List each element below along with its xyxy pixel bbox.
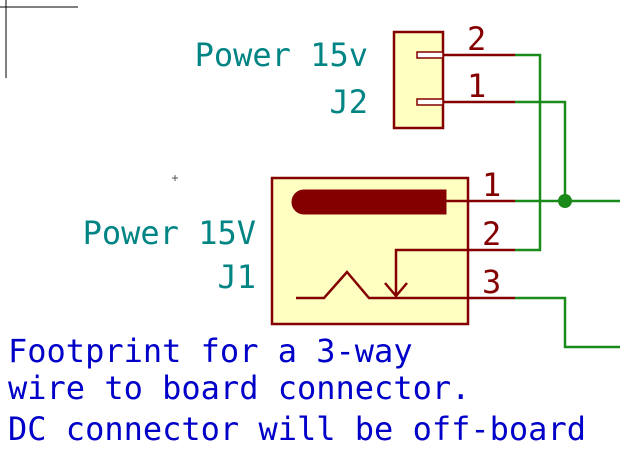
j2-pin2-number: 2 bbox=[467, 20, 486, 58]
j1-switch-contact bbox=[296, 270, 468, 300]
connector-j1[interactable]: 1 2 3 Power 15V J1 bbox=[83, 166, 515, 326]
junction-dot[interactable] bbox=[558, 194, 572, 208]
j1-reference-label: J1 bbox=[217, 258, 256, 296]
j1-sleeve-contact bbox=[394, 248, 468, 296]
j2-pin1-number: 1 bbox=[467, 67, 486, 105]
j1-pin2-number: 2 bbox=[482, 215, 501, 253]
j1-pin1-number: 1 bbox=[482, 166, 501, 204]
schematic-note[interactable]: Footprint for a 3-way wire to board conn… bbox=[8, 332, 586, 448]
j2-pin2-terminal bbox=[416, 51, 444, 59]
j2-value-label: Power 15v bbox=[195, 36, 368, 74]
note-line-3: DC connector will be off-board bbox=[8, 410, 586, 448]
note-line-1: Footprint for a 3-way bbox=[8, 332, 413, 370]
wire-j1-pin3[interactable] bbox=[515, 296, 620, 349]
j2-body[interactable] bbox=[392, 30, 445, 130]
sheet-frame-corner bbox=[0, 0, 78, 78]
j1-sleeve-arrowhead bbox=[384, 282, 408, 298]
j2-pin1-terminal bbox=[416, 98, 444, 106]
wire-j2-pin1[interactable] bbox=[515, 100, 567, 201]
j1-barrel-pin bbox=[291, 189, 447, 215]
j1-value-label: Power 15V bbox=[83, 214, 256, 252]
connector-j2[interactable]: 2 1 Power 15v J2 bbox=[195, 20, 515, 130]
grid-cross-marker bbox=[172, 175, 178, 181]
j2-reference-label: J2 bbox=[329, 83, 368, 121]
note-line-2: wire to board connector. bbox=[8, 369, 470, 407]
j1-pin3-number: 3 bbox=[482, 263, 501, 301]
wire-j2-pin2[interactable] bbox=[515, 53, 542, 252]
